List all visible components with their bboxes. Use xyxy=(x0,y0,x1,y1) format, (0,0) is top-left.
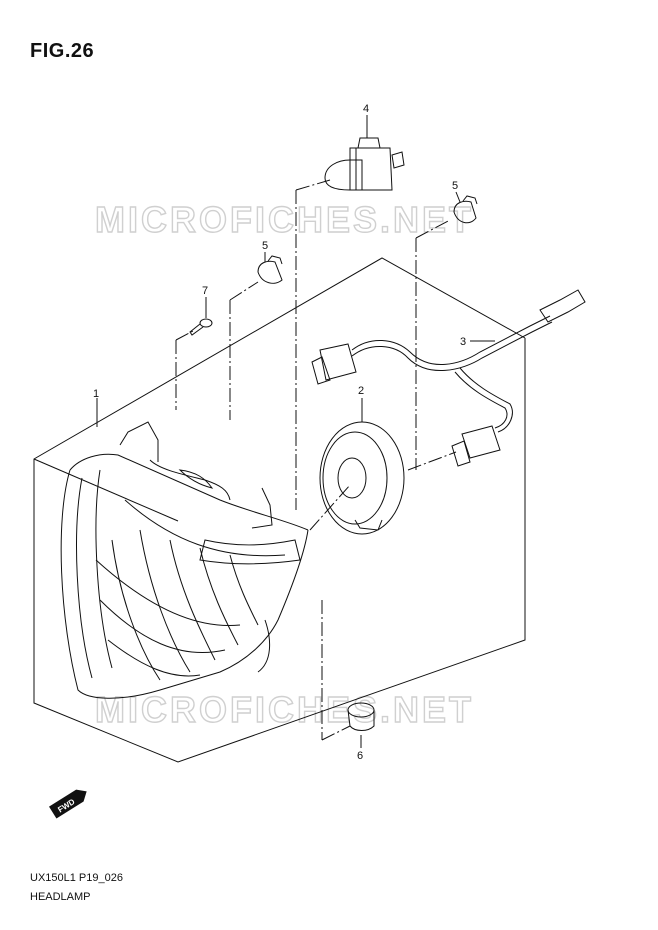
figure-title: FIG.26 xyxy=(30,40,95,62)
position-bulb-right xyxy=(453,195,478,224)
screw xyxy=(189,318,213,336)
callout-6: 6 xyxy=(357,750,363,762)
grommet xyxy=(347,702,375,731)
forward-direction-badge: FWD xyxy=(49,789,87,819)
callout-2: 2 xyxy=(358,385,364,397)
watermark-bottom: MICROFICHES.NET xyxy=(95,689,474,730)
callout-3: 3 xyxy=(460,336,466,348)
document-code: UX150L1 P19_026 xyxy=(30,872,123,884)
wiring-harness xyxy=(311,289,586,467)
headlamp-bulb xyxy=(324,137,405,191)
assembly-guide-lines xyxy=(175,179,457,741)
callout-5-right: 5 xyxy=(452,180,458,192)
callout-1: 1 xyxy=(93,388,99,400)
callout-5-left: 5 xyxy=(262,240,268,252)
watermark-top: MICROFICHES.NET xyxy=(95,199,474,240)
callout-4: 4 xyxy=(363,103,369,115)
assembly-frame xyxy=(33,257,526,763)
callout-leaders xyxy=(96,115,495,748)
reflector-ring xyxy=(319,421,405,535)
position-bulb-left xyxy=(257,255,283,284)
callout-7: 7 xyxy=(202,285,208,297)
headlamp-housing xyxy=(60,421,309,699)
assembly-name: HEADLAMP xyxy=(30,891,91,903)
